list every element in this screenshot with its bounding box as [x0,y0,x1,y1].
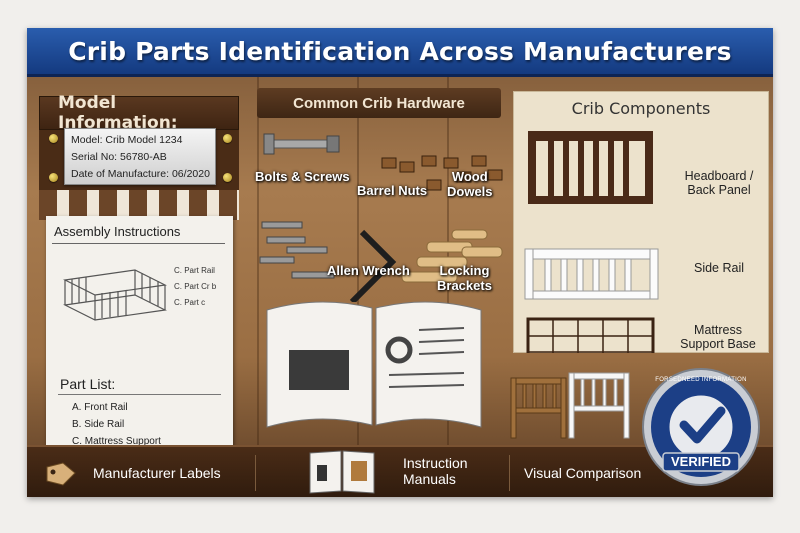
allen-wrench-label: Allen Wrench [327,263,410,278]
title-banner: Crib Parts Identification Across Manufac… [27,28,773,77]
manual-book-icon [309,450,375,494]
bolt-icon [49,134,58,143]
model-info-title: Model Information: [58,93,178,133]
part-list-item: A. Front Rail [72,402,128,413]
manual-illustration-icon [289,350,349,390]
serial-number: Serial No: 56780-AB [71,151,167,163]
divider [52,243,225,244]
badge-top-text: FORSEDNEED INFORMATION [655,377,747,383]
divider [509,455,510,491]
white-crib-icon [568,372,630,439]
side-rail-icon [524,248,659,300]
barrel-nut-icon [381,155,503,191]
bolt-icon [223,134,232,143]
bolt-icon [49,173,58,182]
crib-comparison-illustration [510,372,630,439]
bolt-icon [223,173,232,182]
visual-comparison-text: Visual Comparison [524,465,642,481]
mattress-support-icon [526,317,655,353]
components-title: Crib Components [571,99,711,118]
page-title: Crib Parts Identification Across Manufac… [68,36,732,66]
crib-slats-decoration [39,190,239,220]
divider [58,394,221,395]
bolts-screws-label: Bolts & Screws [255,169,350,184]
wood-dowel-icon [401,229,503,283]
wood-dowels-line1: Wood [451,169,488,184]
hardware-title: Common Crib Hardware [293,94,465,112]
mattress-support-label: Mattress Support Base [668,323,768,351]
locking-brackets-line2: Brackets [437,278,492,293]
diagram-label: C. Part c [174,298,206,307]
mattress-label-line1: Mattress [694,323,742,337]
wood-dowels-label: Wood Dowels [447,169,493,199]
part-list-title: Part List: [60,376,116,392]
headboard-icon [528,131,653,204]
headboard-label: Headboard / Back Panel [673,169,765,197]
wood-plank-line [257,77,259,457]
diagram-label: C. Part Rail [174,266,215,275]
part-list-item: C. Mattress Support [72,436,161,447]
mattress-label-line2: Support Base [680,337,756,351]
headboard-label-line2: Back Panel [687,183,751,197]
assembly-title: Assembly Instructions [54,224,181,239]
instruction-manuals-text: Instruction Manuals [403,455,468,487]
headboard-label-line1: Headboard / [684,169,754,183]
hardware-header: Common Crib Hardware [257,88,501,118]
hardware-illustration [259,133,503,302]
infographic-frame: Crib Parts Identification Across Manufac… [27,28,773,497]
verified-seal-icon [642,368,760,486]
wood-dowels-line2: Dowels [447,184,493,199]
badge-bottom-text: VERIFIED [671,454,731,469]
model-info-header: Model Information: [39,93,239,133]
part-list-item: B. Side Rail [72,419,125,430]
open-manual-illustration [266,301,482,428]
bolt-icon [263,133,340,155]
diagram-label: C. Part Cr b [174,282,217,291]
verified-badge: VERIFIED FORSEDNEED INFORMATION [641,367,761,487]
wood-crib-icon [510,377,567,439]
allen-wrench-icon [349,229,397,302]
locking-brackets-label: Locking Brackets [437,263,492,293]
crib-components-panel: Crib Components [513,91,769,353]
instruction-manuals-line1: Instruction [403,455,468,471]
instruction-manuals-line2: Manuals [403,471,456,487]
tag-icon [46,462,76,486]
manufacturer-labels-text: Manufacturer Labels [93,465,221,481]
gear-icon [385,336,413,364]
wood-plank-line [357,77,359,457]
components-illustration [524,131,659,353]
screw-icon [259,221,335,279]
locking-brackets-line1: Locking [439,263,490,278]
model-number: Model: Crib Model 1234 [71,134,183,146]
barrel-nuts-label: Barrel Nuts [357,183,428,198]
crib-diagram-icon [63,269,167,321]
manufacture-date: Date of Manufacture: 06/2020 [71,168,210,180]
assembly-instructions-sheet: Assembly Instructions C. Part Rail C. Pa… [46,216,233,451]
model-info-plate: Model: Crib Model 1234 Serial No: 56780-… [64,128,216,185]
divider [255,455,256,491]
side-rail-label: Side Rail [693,261,745,275]
